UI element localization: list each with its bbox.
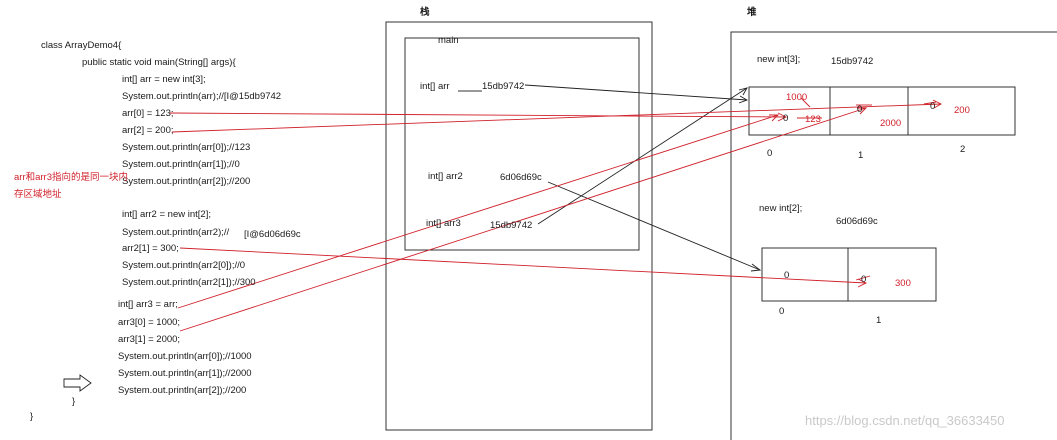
stack-var-name: int[] arr [420,81,450,92]
class-close-brace: } [30,411,34,422]
arr2-assign-arrow [171,103,942,133]
assignment-arrows [169,97,942,332]
arr3-pointer-head [738,87,748,96]
arr3-1-assign-arrow [179,107,867,332]
stack-region [385,21,653,431]
note-line: 存区域地址 [14,189,62,200]
code-line: System.out.println(arr[0]);//1000 [118,351,252,362]
array1-cell-new-value: 1000 [786,92,808,103]
arr2-tick [923,101,937,105]
array1-index: 2 [960,144,966,155]
code-line: int[] arr = new int[3]; [122,74,206,85]
main-frame-label: main [438,35,459,46]
heap-title: 堆 [747,7,757,18]
main-frame [404,37,640,251]
arr0-tick [800,97,811,108]
stack-var-name: int[] arr2 [428,171,463,182]
array1-cell-old-value: 0 [857,104,863,115]
stack-var-value: 6d06d69c [500,172,542,183]
array2-cell-old-value: 0 [784,270,790,281]
method-close-brace: } [72,396,76,407]
array2-index: 1 [876,315,882,326]
arr2-pointer [547,181,761,271]
arr0-assign-arrow [169,112,787,118]
array2-box [761,247,937,302]
code-line: System.out.println(arr[1]);//0 [122,159,240,170]
code-line: System.out.println(arr[2]);//200 [118,385,247,396]
stack-title: 栈 [420,7,430,18]
arr2-assign-head [932,99,942,109]
array1-index: 1 [858,150,864,161]
stack-var-value: 15db9742 [482,81,525,92]
reference-arrows [524,84,762,272]
hollow-arrow-icon [63,374,92,392]
arr-pointer-head [738,95,749,104]
array1-cell-old-value: 0 [783,113,789,124]
method-declaration: public static void main(String[] args){ [82,57,236,68]
array1-cell-new-value: 2000 [880,118,902,129]
array1-index: 0 [767,148,773,159]
arr2-1-assign-arrow [179,247,867,284]
arr0-assign-head [777,112,788,122]
array1-label: new int[3]; [757,54,801,65]
arr2-pointer-head [750,263,762,272]
arr3-1-assign-head [857,107,868,115]
array1-cell-new-value: 200 [954,105,970,116]
code-line: System.out.println(arr[0]);//123 [122,142,251,153]
arr-pointer [524,84,748,101]
code-line: arr3[0] = 1000; [118,317,181,328]
array2-cell-new-value: 300 [895,278,911,289]
code-line: System.out.println(arr);//[I@15db9742 [122,91,282,102]
array1-cell-struck-value: 123 [805,114,821,125]
code-line: System.out.println(arr2[0]);//0 [122,260,246,271]
array1-cell-old-value: 0 [930,101,936,112]
code-line: System.out.println(arr[2]);//200 [122,176,251,187]
note-line: arr和arr3指向的是同一块内 [14,172,129,183]
watermark: https://blog.csdn.net/qq_36633450 [805,413,1005,428]
arr2-1-tick [855,275,871,281]
code-line: System.out.println(arr[1]);//2000 [118,368,252,379]
array2-cell-old-value: 0 [861,274,867,285]
code-line: arr[2] = 200; [122,125,174,136]
code-line: System.out.println(arr2);// [122,227,230,238]
code-line: arr[0] = 123; [122,108,174,119]
array2-index: 0 [779,306,785,317]
arr3-0-assign-arrow [177,114,779,309]
code-line: arr3[1] = 2000; [118,334,181,345]
code-line: int[] arr3 = arr; [118,299,178,310]
arr2-1-assign-head [857,278,868,288]
array2-address: 6d06d69c [836,216,878,227]
code-line: arr2[1] = 300; [122,243,179,254]
heap-region [730,31,1057,440]
arr3-0-assign-head [769,114,780,122]
array1-address: 15db9742 [831,56,874,67]
code-line: System.out.println(arr2[1]);//300 [122,277,256,288]
code-line: int[] arr2 = new int[2]; [122,209,211,220]
array2-label: new int[2]; [759,203,803,214]
class-declaration: class ArrayDemo4{ [41,40,122,51]
stack-var-name: int[] arr3 [426,218,461,229]
stack-var-value: 15db9742 [490,220,533,231]
arr3-pointer [537,87,748,225]
code-comment: [I@6d06d69c [244,229,301,240]
